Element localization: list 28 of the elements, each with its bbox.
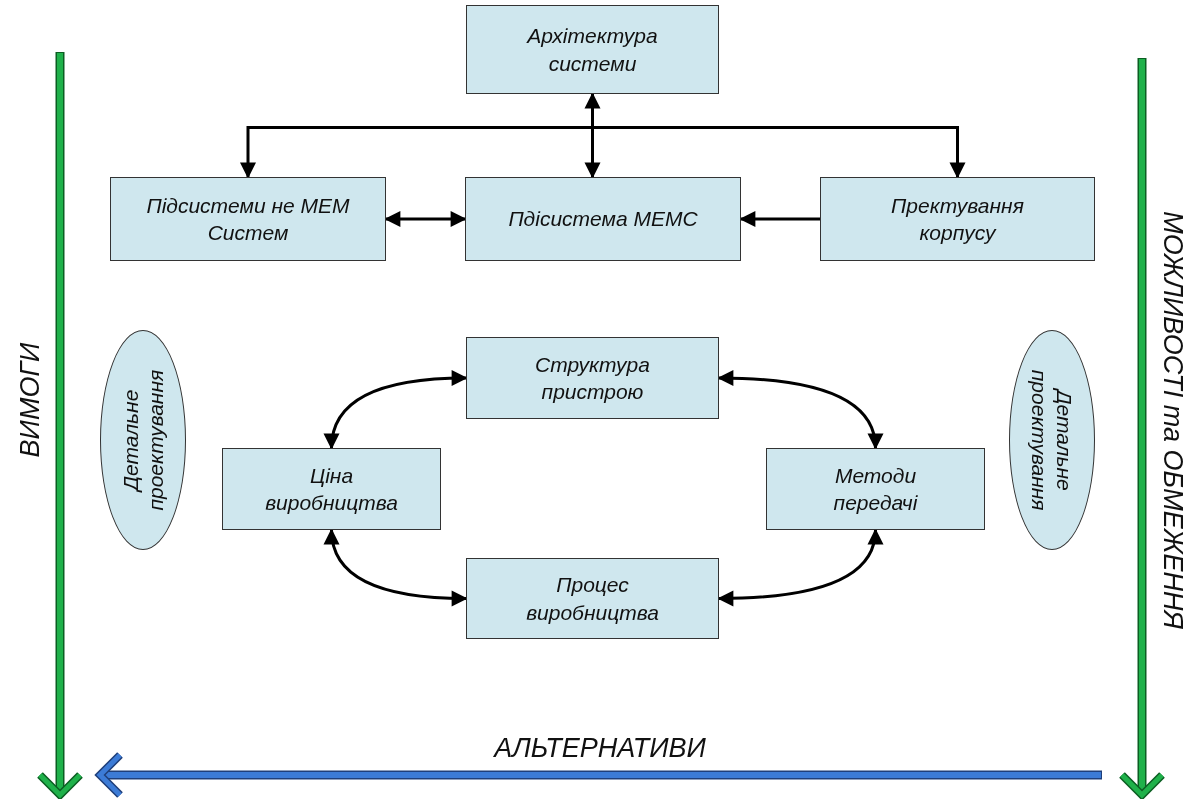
process-box <box>466 558 719 639</box>
node-label: Структура пристрою <box>534 351 651 405</box>
axis-label: ВИМОГИ <box>14 342 46 458</box>
arrow <box>384 211 467 227</box>
process-box <box>222 448 441 530</box>
node-label: Пректування корпусу <box>890 192 1025 246</box>
axis-label: МОЖЛИВОСТІ та ОБМЕЖЕННЯ <box>1156 211 1188 629</box>
process-box <box>110 177 386 261</box>
node-label: Детальне проектування <box>117 368 168 513</box>
node-label: Ціна виробництва <box>264 462 399 516</box>
arrow <box>739 211 820 227</box>
process-box <box>820 177 1095 261</box>
process-box <box>465 177 741 261</box>
arrow <box>717 370 883 450</box>
node-label: Архітектура системи <box>525 23 659 77</box>
axis-label: АЛЬТЕРНАТИВИ <box>494 732 706 764</box>
process-box <box>466 5 719 94</box>
arrow <box>591 94 966 179</box>
arrow <box>324 370 468 450</box>
process-box <box>766 448 985 530</box>
node-label: Детальне проектування <box>1027 368 1078 513</box>
node-label: Підсистеми не МЕМ Систем <box>145 192 351 246</box>
node-label: Методи передачі <box>832 462 919 516</box>
arrow <box>717 528 883 607</box>
node-label: Пдісистема МЕМС <box>508 206 698 233</box>
process-box <box>466 337 719 419</box>
arrow <box>324 528 468 607</box>
node-label: Процес виробництва <box>525 572 660 626</box>
